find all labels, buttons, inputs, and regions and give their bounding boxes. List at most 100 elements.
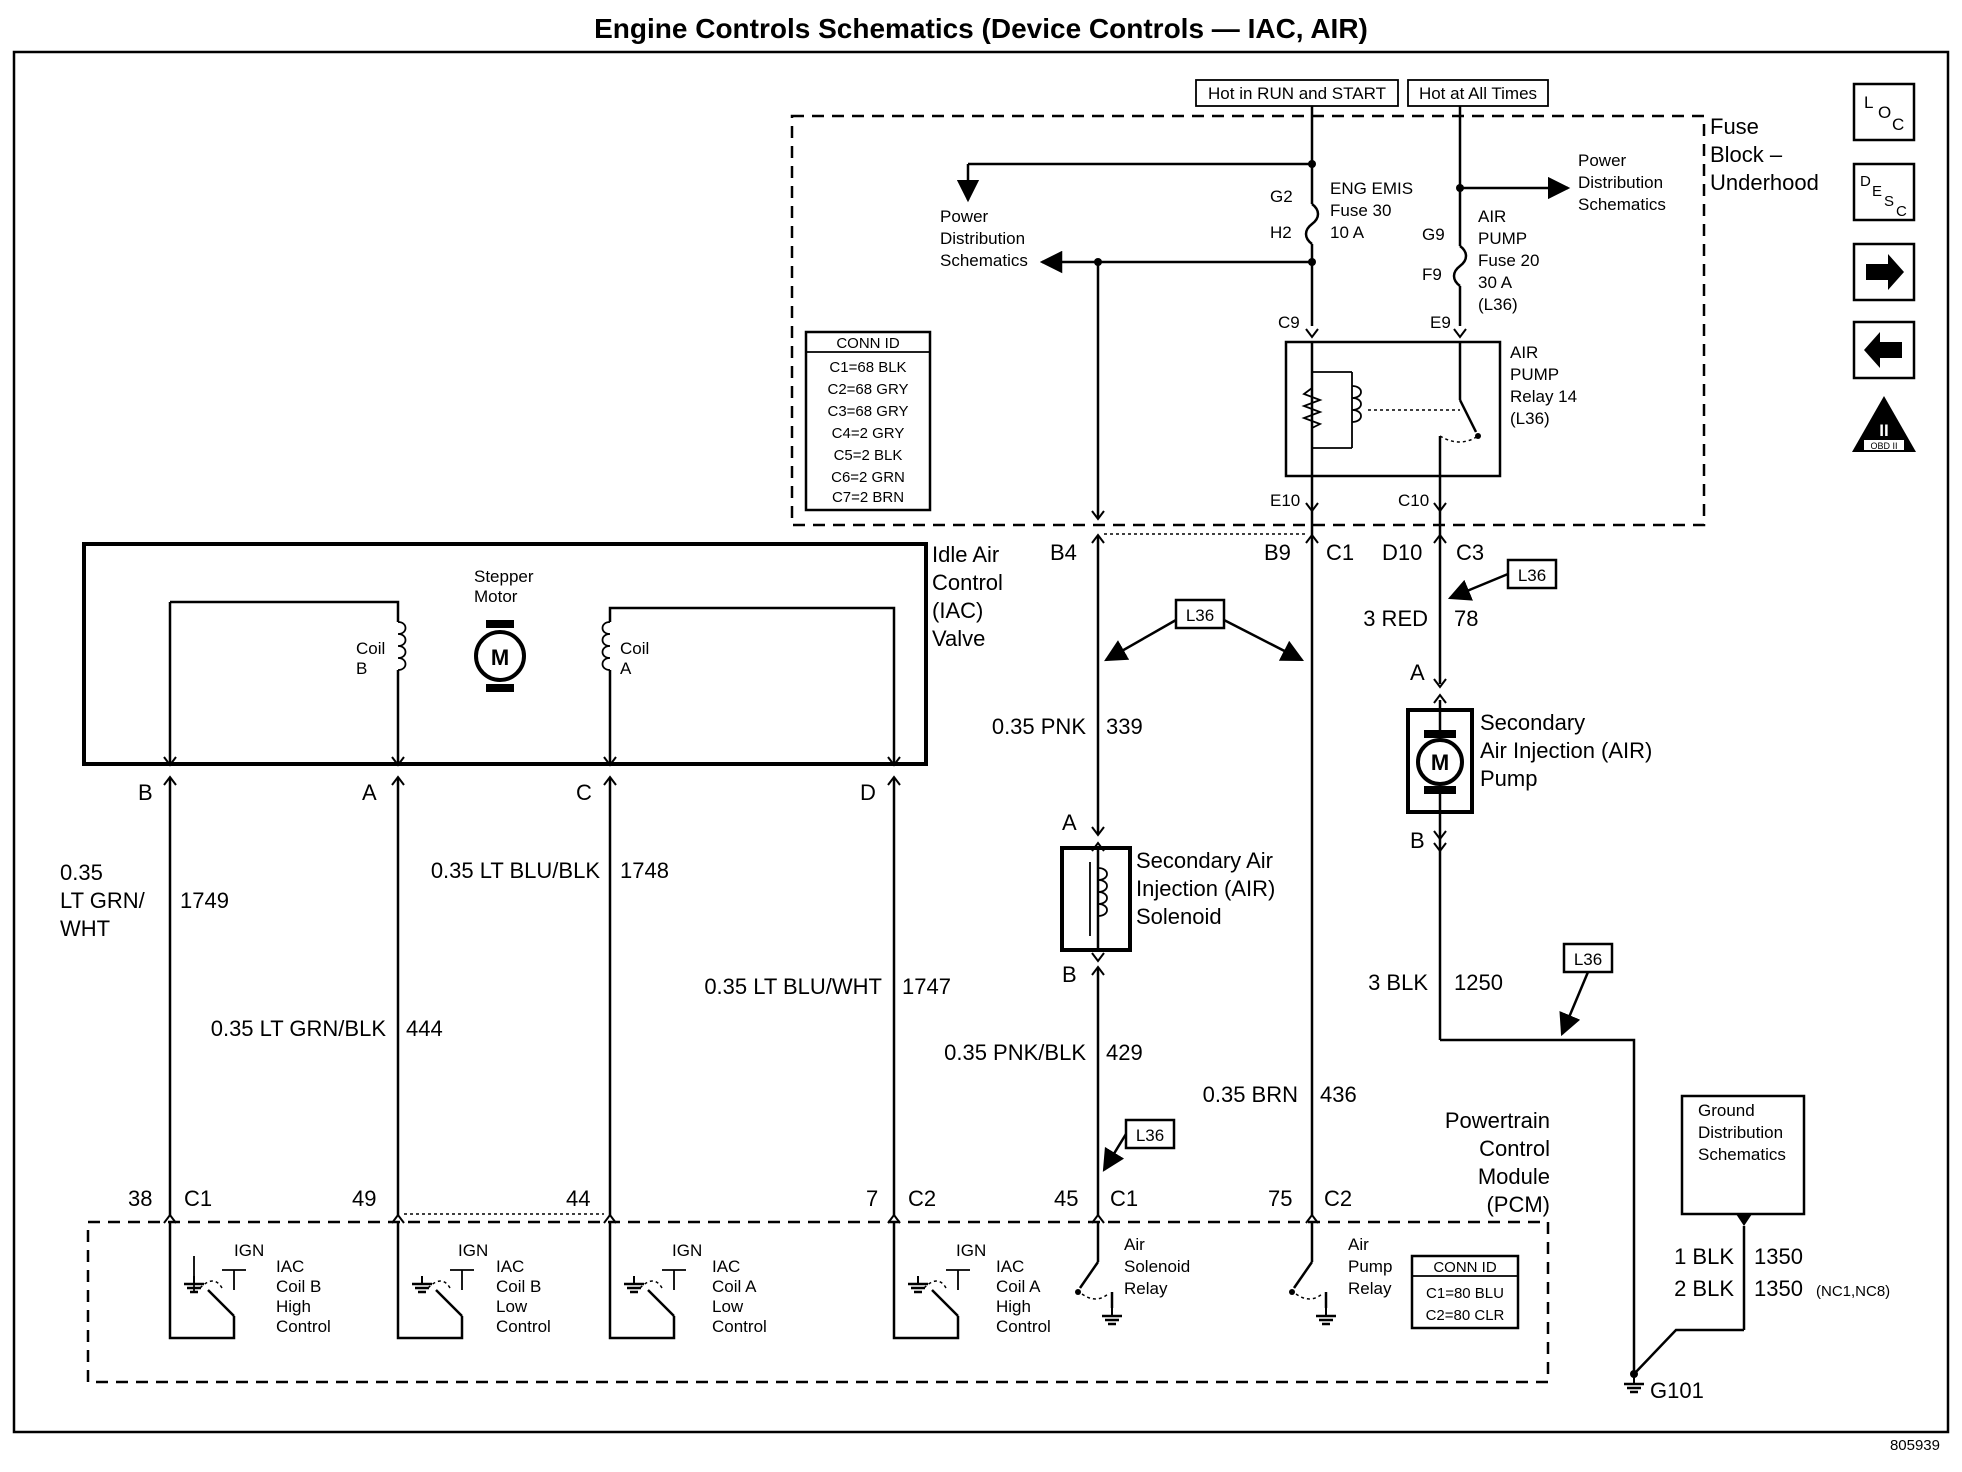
svg-text:C1: C1 xyxy=(184,1186,212,1211)
iac-wire-444: A xyxy=(362,756,405,1216)
svg-text:Stepper: Stepper xyxy=(474,567,534,586)
pcm-driver-coil-b-high: IGN IAC Coil B High Control xyxy=(168,1222,331,1340)
svg-text:(IAC): (IAC) xyxy=(932,598,983,623)
svg-text:CONN ID: CONN ID xyxy=(836,335,900,352)
svg-text:OBD II: OBD II xyxy=(1870,441,1897,451)
svg-text:Coil A: Coil A xyxy=(712,1277,757,1296)
svg-text:Coil A: Coil A xyxy=(996,1277,1041,1296)
svg-text:Control: Control xyxy=(712,1317,767,1336)
svg-text:75: 75 xyxy=(1268,1186,1292,1211)
svg-text:S: S xyxy=(1884,193,1894,210)
svg-text:0.35 PNK/BLK: 0.35 PNK/BLK xyxy=(944,1040,1086,1065)
svg-text:7: 7 xyxy=(866,1186,878,1211)
pcm-pins: 38 C1 49 44 7 C2 45 C1 75 C2 xyxy=(128,1186,1352,1224)
svg-text:A: A xyxy=(1062,810,1077,835)
l36-tag: L36 xyxy=(1559,942,1614,1037)
svg-text:45: 45 xyxy=(1054,1186,1078,1211)
wire-label-429: 0.35 PNK/BLK 429 xyxy=(944,1040,1143,1065)
svg-text:G9: G9 xyxy=(1422,225,1445,244)
wire-339-run: B4 xyxy=(1050,262,1105,834)
arrow-right-icon[interactable] xyxy=(1852,242,1916,302)
svg-text:High: High xyxy=(276,1297,311,1316)
svg-text:Coil: Coil xyxy=(356,639,385,658)
svg-text:C: C xyxy=(1896,203,1907,220)
svg-text:0.35: 0.35 xyxy=(60,860,103,885)
svg-text:30 A: 30 A xyxy=(1478,273,1513,292)
desc-icon[interactable]: D E S C xyxy=(1852,162,1916,222)
wire-label-339: 0.35 PNK 339 xyxy=(992,714,1143,739)
svg-text:G2: G2 xyxy=(1270,187,1293,206)
svg-text:Coil B: Coil B xyxy=(496,1277,541,1296)
svg-text:B: B xyxy=(1410,828,1425,853)
svg-text:Control: Control xyxy=(496,1317,551,1336)
svg-text:1749: 1749 xyxy=(180,888,229,913)
svg-text:C2: C2 xyxy=(1324,1186,1352,1211)
svg-text:C9: C9 xyxy=(1278,313,1300,332)
svg-text:CONN ID: CONN ID xyxy=(1433,1259,1497,1276)
svg-text:A: A xyxy=(620,659,632,678)
svg-text:436: 436 xyxy=(1320,1082,1357,1107)
svg-text:E10: E10 xyxy=(1270,491,1300,510)
svg-text:0.35 LT BLU/WHT: 0.35 LT BLU/WHT xyxy=(704,974,882,999)
svg-text:0.35 BRN: 0.35 BRN xyxy=(1203,1082,1298,1107)
svg-text:Schematics: Schematics xyxy=(1578,195,1666,214)
svg-text:Fuse: Fuse xyxy=(1710,114,1759,139)
svg-text:E: E xyxy=(1872,183,1882,200)
svg-text:(L36): (L36) xyxy=(1478,295,1518,314)
iac-valve: M Stepper Motor Coil B Coil A xyxy=(82,542,928,766)
svg-text:D10: D10 xyxy=(1382,540,1422,565)
svg-text:L36: L36 xyxy=(1136,1126,1164,1145)
svg-text:Fuse 20: Fuse 20 xyxy=(1478,251,1539,270)
pcm-boundary xyxy=(86,1220,1550,1384)
iac-label: Idle Air Control (IAC) Valve xyxy=(932,542,1003,651)
svg-text:0.35 LT BLU/BLK: 0.35 LT BLU/BLK xyxy=(431,858,601,883)
svg-text:C1=80 BLU: C1=80 BLU xyxy=(1426,1285,1504,1302)
svg-text:1350: 1350 xyxy=(1754,1244,1803,1269)
svg-text:Hot at All Times: Hot at All Times xyxy=(1419,84,1537,103)
svg-text:C7=2 BRN: C7=2 BRN xyxy=(832,489,904,506)
svg-text:B9: B9 xyxy=(1264,540,1291,565)
air-solenoid: A B Secondary Air Injection (AIR) Soleno… xyxy=(1060,810,1275,1216)
svg-text:Distribution: Distribution xyxy=(1578,173,1663,192)
pcm-driver-coil-a-high: IGN IAC Coil A High Control xyxy=(892,1222,1051,1340)
svg-text:1250: 1250 xyxy=(1454,970,1503,995)
svg-text:Solenoid: Solenoid xyxy=(1124,1257,1190,1276)
svg-text:M: M xyxy=(1431,750,1449,775)
svg-text:LT GRN/: LT GRN/ xyxy=(60,888,146,913)
svg-text:C1: C1 xyxy=(1326,540,1354,565)
svg-text:Control: Control xyxy=(276,1317,331,1336)
svg-text:C3: C3 xyxy=(1456,540,1484,565)
obd-ii-icon[interactable]: II OBD II xyxy=(1852,396,1916,452)
air-pump-fuse: Power Distribution Schematics G9 F9 AIR … xyxy=(1422,106,1666,326)
svg-text:Pump: Pump xyxy=(1480,766,1537,791)
svg-text:B: B xyxy=(138,780,153,805)
svg-text:Powertrain: Powertrain xyxy=(1445,1108,1550,1133)
svg-text:38: 38 xyxy=(128,1186,152,1211)
svg-text:Block –: Block – xyxy=(1710,142,1783,167)
svg-text:II: II xyxy=(1879,421,1888,440)
svg-text:IAC: IAC xyxy=(496,1257,524,1276)
svg-text:O: O xyxy=(1878,103,1891,122)
svg-text:A: A xyxy=(1410,660,1425,685)
svg-text:(L36): (L36) xyxy=(1510,409,1550,428)
svg-text:IAC: IAC xyxy=(712,1257,740,1276)
eng-emis-fuse: G2 H2 ENG EMIS Fuse 30 10 A Power Distri… xyxy=(940,106,1413,326)
svg-text:1747: 1747 xyxy=(902,974,951,999)
svg-text:C: C xyxy=(576,780,592,805)
arrow-left-icon[interactable] xyxy=(1852,320,1916,380)
svg-text:Underhood: Underhood xyxy=(1710,170,1819,195)
svg-text:D: D xyxy=(1860,173,1871,190)
svg-text:PUMP: PUMP xyxy=(1510,365,1559,384)
svg-text:AIR: AIR xyxy=(1478,207,1506,226)
loc-icon[interactable]: L O C xyxy=(1852,82,1916,142)
power-source-run-start: Hot in RUN and START xyxy=(1195,79,1399,107)
svg-text:C6=2 GRN: C6=2 GRN xyxy=(831,469,905,486)
svg-text:D: D xyxy=(860,780,876,805)
svg-text:IGN: IGN xyxy=(458,1241,488,1260)
svg-text:Low: Low xyxy=(496,1297,528,1316)
svg-text:IAC: IAC xyxy=(276,1257,304,1276)
svg-text:C2=80 CLR: C2=80 CLR xyxy=(1426,1307,1505,1324)
svg-text:0.35 LT GRN/BLK: 0.35 LT GRN/BLK xyxy=(211,1016,387,1041)
svg-text:L36: L36 xyxy=(1186,606,1214,625)
